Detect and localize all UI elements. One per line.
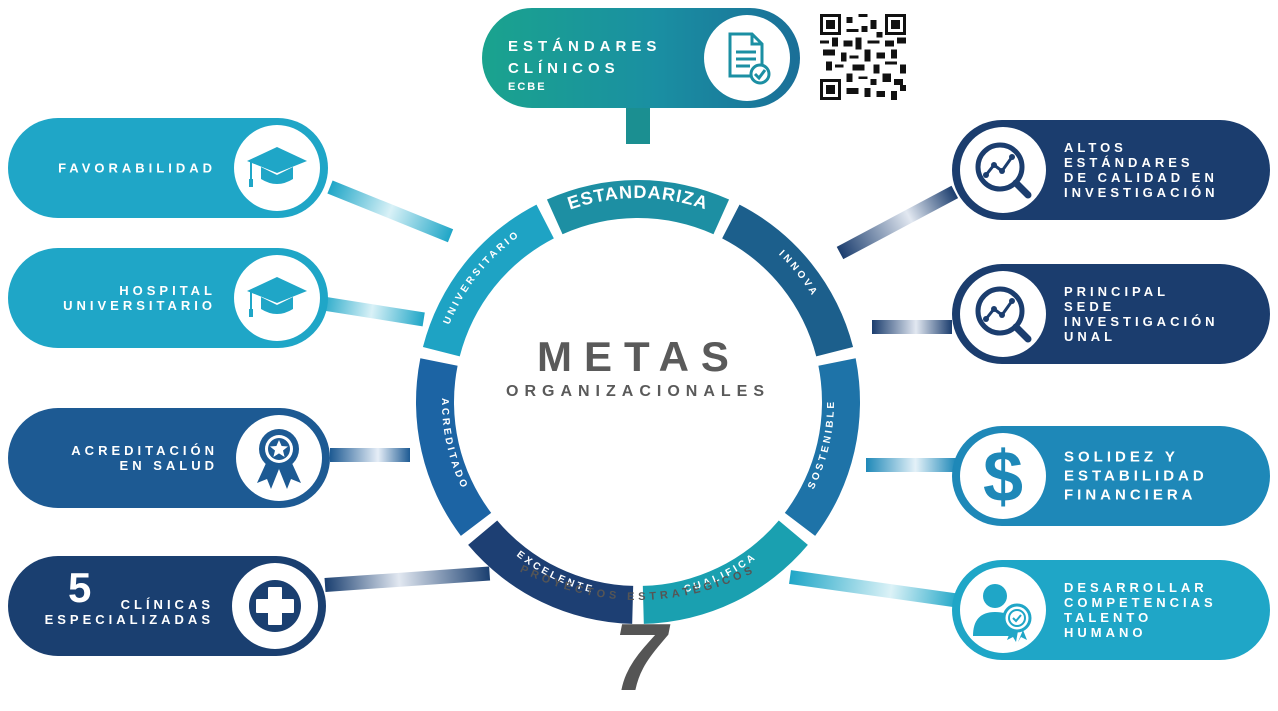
svg-text:$: $: [983, 439, 1023, 513]
goal-label: ESTABILIDAD: [1064, 467, 1208, 485]
goal-talento-humano: DESARROLLAR COMPETENCIAS TALENTO HUMANO: [952, 560, 1270, 660]
goal-label: EN SALUD: [119, 458, 218, 473]
ring-segment-acreditado: [416, 358, 492, 536]
projects-label: PROYECTOS ESTRATÉGICOS: [518, 563, 754, 603]
goal-clinicas: 5 CLÍNICAS ESPECIALIZADAS: [8, 556, 326, 656]
qr-code-icon: [820, 14, 906, 100]
top-line-2: CLÍNICOS: [508, 60, 620, 77]
connector-acreditacion: [330, 448, 410, 462]
cap-badge: [234, 255, 320, 341]
cap-badge: [234, 125, 320, 211]
connector-principal: [872, 320, 952, 334]
goal-label: SEDE: [1064, 299, 1116, 314]
goal-label: TALENTO: [1064, 610, 1153, 625]
ring-segment-estandariza: [546, 180, 730, 235]
goal-label: HOSPITAL: [119, 283, 216, 298]
center-subtitle: ORGANIZACIONALES: [506, 383, 770, 400]
ring-segment-sostenible: [784, 358, 860, 536]
goal-label: DE CALIDAD EN: [1064, 170, 1218, 185]
document-check-icon: [728, 32, 771, 85]
graduation-cap-icon: [247, 147, 307, 187]
ring-segment-universitario: [422, 204, 554, 357]
dollar-badge: $: [960, 433, 1046, 519]
goal-acreditacion: ACREDITACIÓN EN SALUD: [8, 408, 330, 508]
medical-cross-icon: [249, 580, 301, 632]
top-stem: [626, 108, 650, 144]
goal-label: ESTÁNDARES: [1064, 155, 1194, 170]
goal-label: PRINCIPAL: [1064, 284, 1170, 299]
goal-label: SOLIDEZ Y: [1064, 448, 1179, 466]
goal-label: DESARROLLAR: [1064, 580, 1208, 595]
goal-label: COMPETENCIAS: [1064, 595, 1217, 610]
goal-label: INVESTIGACIÓN: [1064, 314, 1219, 329]
ring-segment-cualifica: [642, 520, 808, 624]
goal-label: INVESTIGACIÓN: [1064, 185, 1219, 200]
top-sub: ECBE: [508, 81, 547, 93]
graduation-cap-icon: [247, 277, 307, 317]
svg-text:PROYECTOS ESTRATÉGICOS: PROYECTOS ESTRATÉGICOS: [518, 563, 758, 603]
goal-label: ACREDITACIÓN: [71, 443, 218, 458]
person-badge: [960, 567, 1046, 653]
cross-badge: [232, 563, 318, 649]
goal-label: FINANCIERA: [1064, 486, 1197, 504]
award-ribbon-icon: [257, 429, 301, 489]
document-check-badge: [704, 15, 790, 101]
person-badge-icon: [973, 584, 1032, 642]
goal-altos-estandares: ALTOS ESTÁNDARES DE CALIDAD EN INVESTIGA…: [952, 120, 1270, 220]
projects-count: 7: [613, 604, 667, 711]
goal-label: HUMANO: [1064, 625, 1147, 640]
award-badge: [236, 415, 322, 501]
top-line-1: ESTÁNDARES: [508, 38, 662, 55]
center-title: METAS: [537, 333, 741, 380]
goals-ring: ESTANDARIZAINNOVASOSTENIBLECUALIFICAEXCE…: [416, 180, 860, 624]
goal-label: FAVORABILIDAD: [58, 160, 216, 176]
research-badge: [960, 271, 1046, 357]
research-chart-icon: [975, 286, 1032, 343]
research-chart-icon: [975, 142, 1032, 199]
projects-label-arc: PROYECTOS ESTRATÉGICOS: [518, 563, 758, 603]
goal-favorabilidad: FAVORABILIDAD: [8, 118, 328, 218]
connector-solidez: [866, 458, 956, 472]
ring-segment-innova: [722, 204, 854, 357]
goal-label: ALTOS: [1064, 140, 1127, 155]
goal-number: 5: [68, 564, 92, 611]
goal-hospital-universitario: HOSPITAL UNIVERSITARIO: [8, 248, 328, 348]
goal-solidez-financiera: $ SOLIDEZ Y ESTABILIDAD FINANCIERA: [952, 426, 1270, 526]
dollar-icon: $: [983, 439, 1023, 513]
goal-label: CLÍNICAS: [120, 597, 214, 612]
goal-label: UNIVERSITARIO: [63, 298, 216, 313]
research-badge: [960, 127, 1046, 213]
goal-principal-sede: PRINCIPAL SEDE INVESTIGACIÓN UNAL: [952, 264, 1270, 364]
goal-label: UNAL: [1064, 329, 1117, 344]
ring-segment-excelente: [468, 520, 634, 624]
goal-label: ESPECIALIZADAS: [44, 612, 214, 627]
estandares-clinicos-box: ESTÁNDARES CLÍNICOS ECBE: [482, 8, 800, 108]
